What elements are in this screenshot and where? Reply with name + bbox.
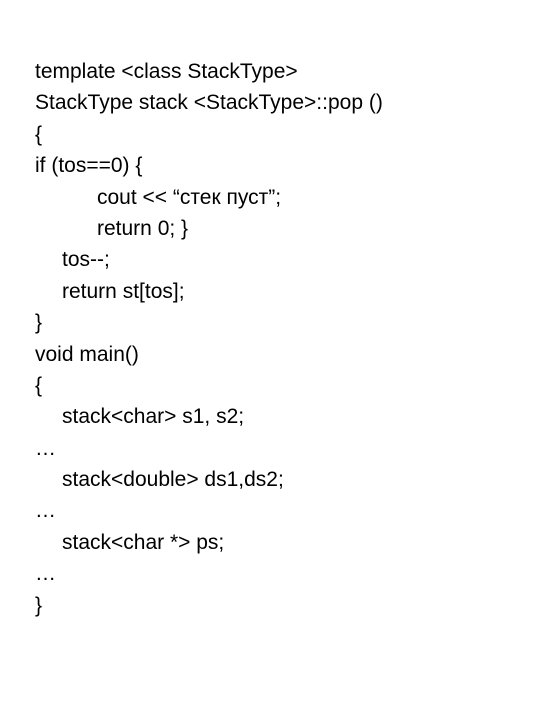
code-line-close-brace: } — [35, 311, 43, 335]
code-line-decrement: tos--; — [62, 248, 110, 272]
code-line-stack-char: stack<char> s1, s2; — [62, 405, 245, 429]
code-line-open-brace: { — [35, 122, 43, 146]
code-line-return-zero: return 0; } — [97, 216, 189, 240]
code-line-main-open-brace: { — [35, 373, 43, 397]
code-line-cout: cout << “стек пуст”; — [97, 185, 282, 209]
code-line-if-condition: if (tos==0) { — [35, 154, 143, 178]
code-line-stack-char-ptr: stack<char *> ps; — [62, 530, 225, 554]
code-line-void-main: void main() — [35, 342, 139, 366]
code-line-template: template <class StackType> — [35, 60, 298, 83]
code-line-ellipsis-2: … — [35, 499, 56, 523]
code-line-pop-signature: StackType stack <StackType>::pop () — [35, 91, 383, 115]
code-line-ellipsis-1: … — [35, 436, 56, 460]
code-line-main-close-brace: } — [35, 593, 43, 617]
code-line-return-st: return st[tos]; — [62, 279, 185, 303]
code-line-stack-double: stack<double> ds1,ds2; — [62, 468, 284, 492]
code-line-ellipsis-3: … — [35, 562, 56, 586]
code-listing: template <class StackType> StackType sta… — [35, 56, 515, 621]
